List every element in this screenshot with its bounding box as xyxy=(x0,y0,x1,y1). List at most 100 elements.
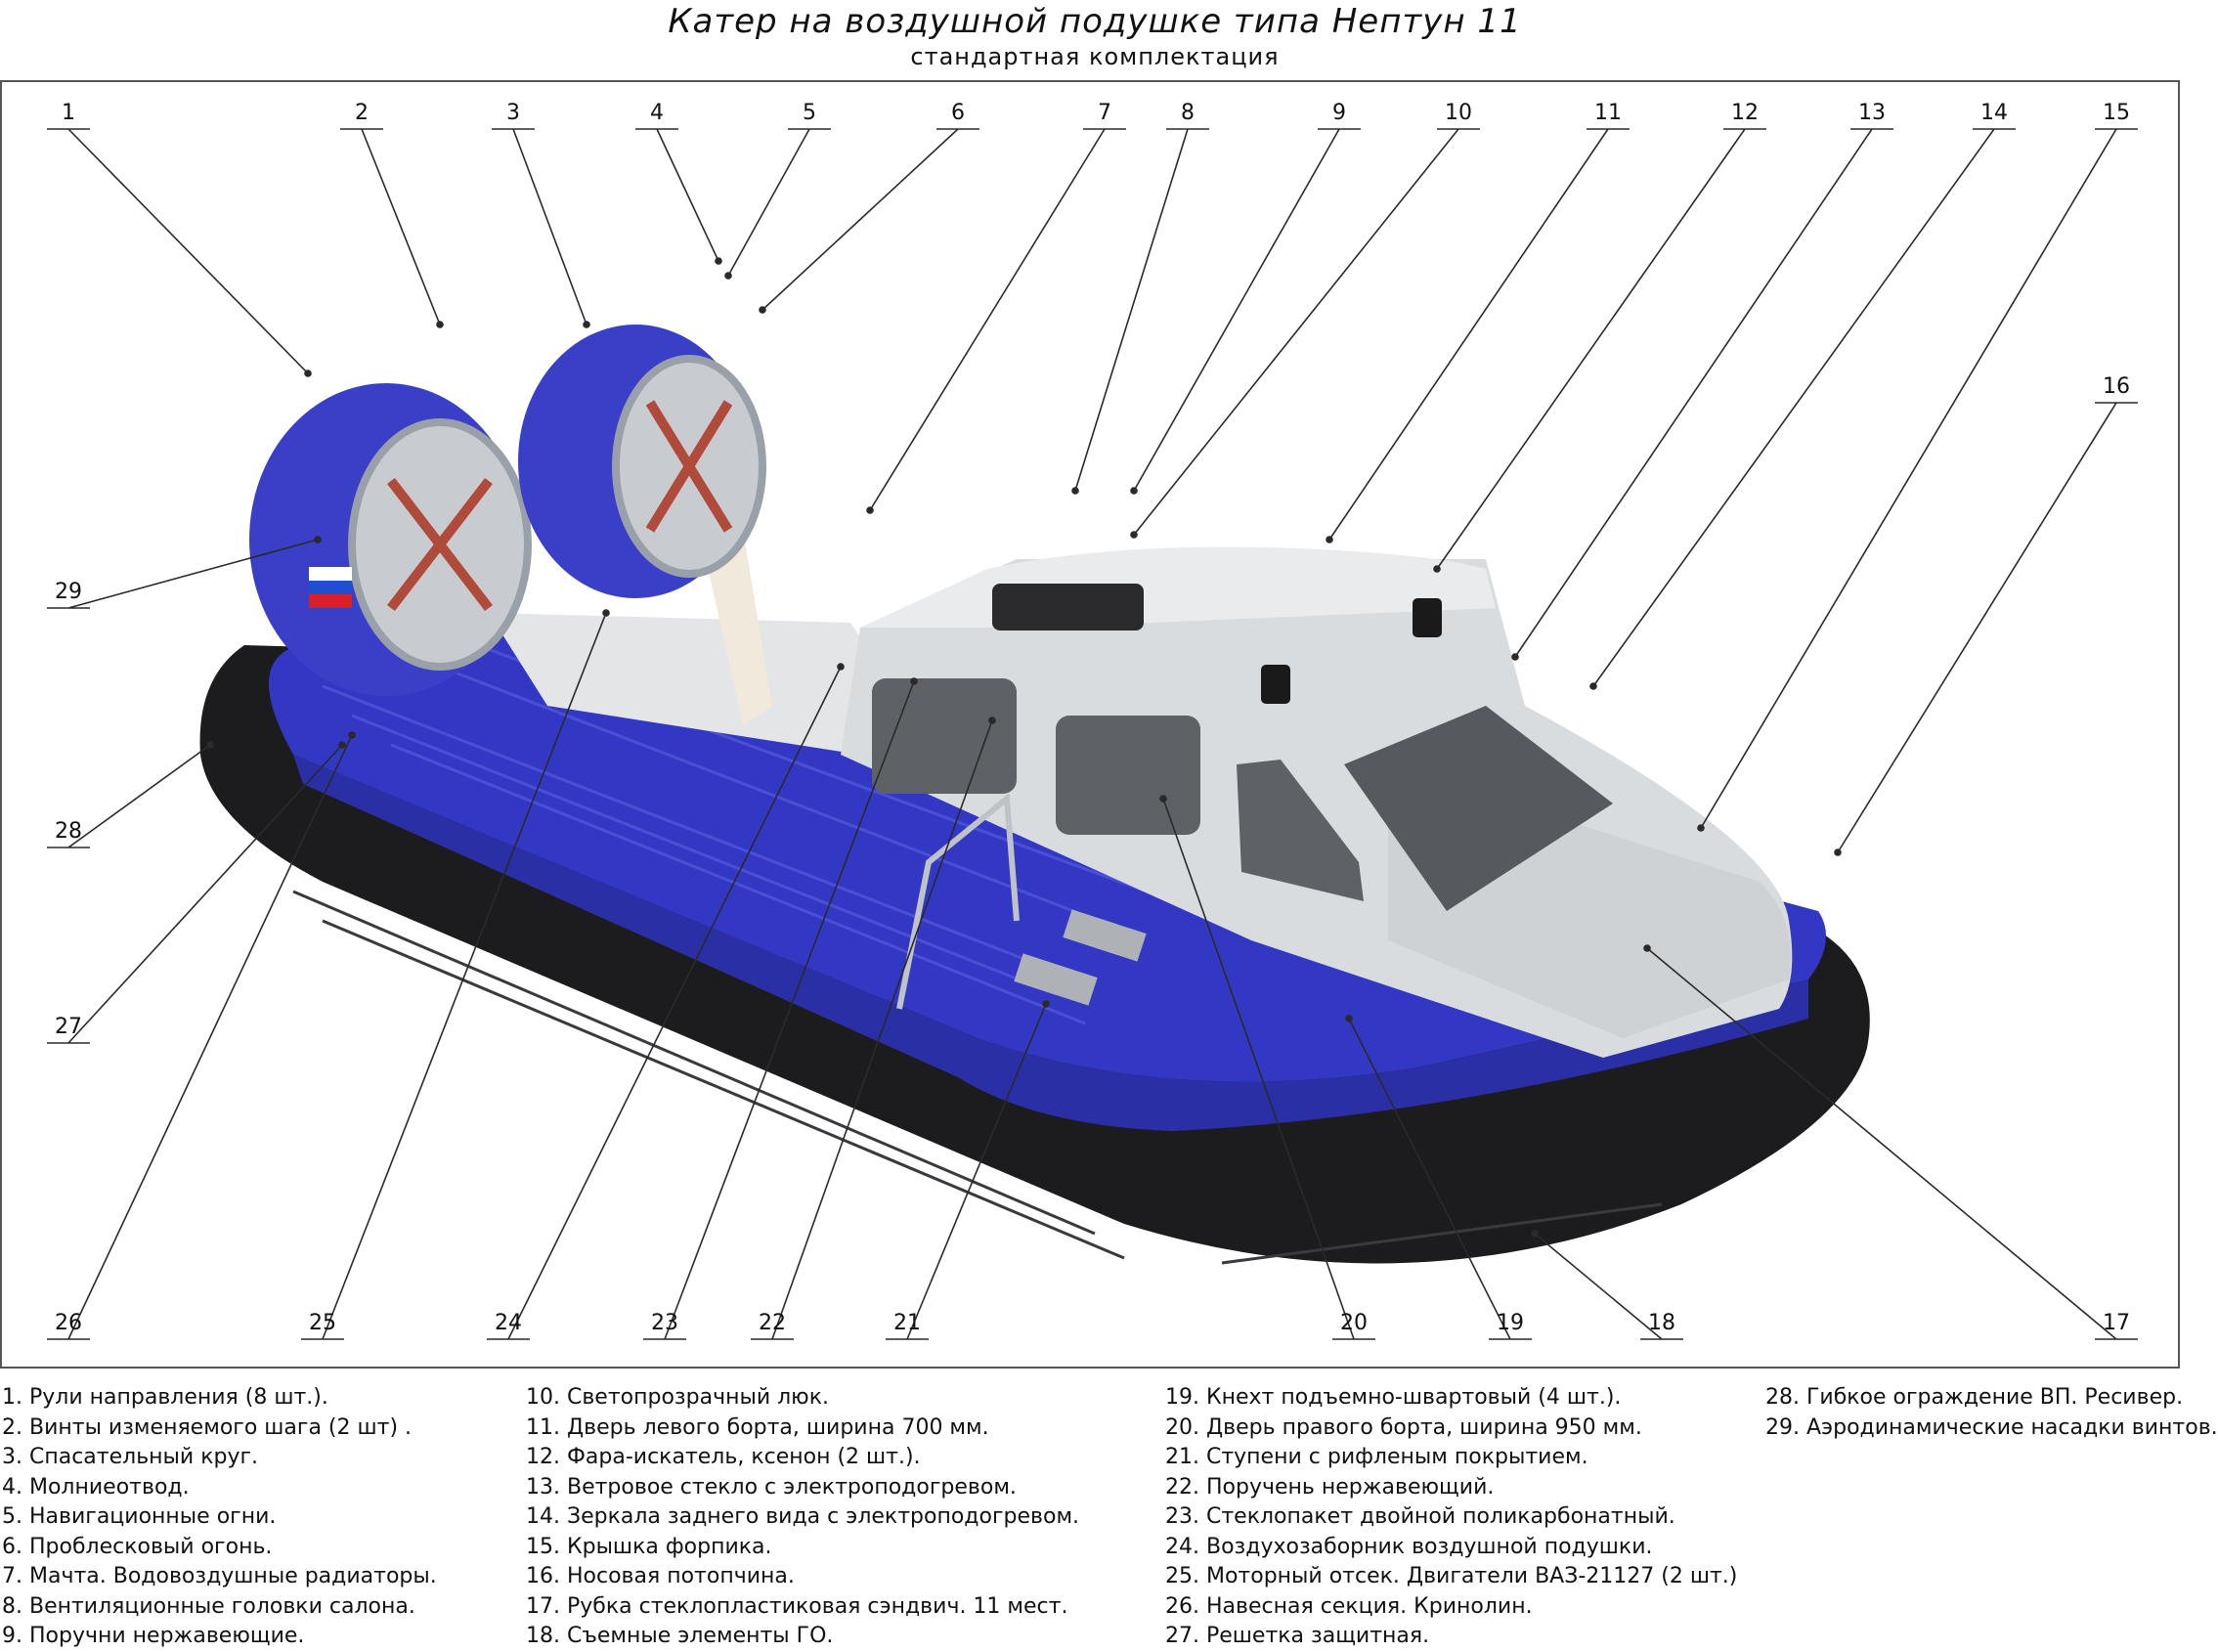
legend-item: 11. Дверь левого борта, ширина 700 мм. xyxy=(526,1414,989,1440)
legend-item: 3. Спасательный круг. xyxy=(2,1445,259,1469)
callout-dot-10 xyxy=(1130,531,1138,539)
legend-item: 15. Крышка форпика. xyxy=(526,1534,772,1559)
legend-item: 27. Решетка защитная. xyxy=(1165,1624,1430,1648)
callout-leader-4 xyxy=(635,128,719,262)
callout-leader-5 xyxy=(727,128,831,277)
callout-label-28: 28 xyxy=(55,819,82,844)
legend-item: 9. Поручни нержавеющие. xyxy=(2,1624,305,1648)
legend-item: 21. Ступени с рифленым покрытием. xyxy=(1165,1445,1588,1469)
callout-dot-17 xyxy=(1643,944,1651,952)
callout-dot-4 xyxy=(715,257,722,265)
callout-label-15: 15 xyxy=(2103,101,2130,125)
legend-col-3: 19. Кнехт подъемно-швартовый (4 шт.). 20… xyxy=(1165,1383,1737,1652)
russian-flag xyxy=(309,567,352,608)
window-2 xyxy=(1056,716,1200,835)
legend-item: 24. Воздухозаборник воздушной подушки. xyxy=(1165,1534,1653,1559)
callout-label-14: 14 xyxy=(1980,101,2008,125)
deck-ribs xyxy=(322,640,1174,1025)
callout-leader-26 xyxy=(47,734,353,1340)
legend-col-2: 10. Светопрозрачный люк. 11. Дверь левог… xyxy=(526,1383,1079,1652)
callout-dot-7 xyxy=(866,506,874,514)
legend-item: 28. Гибкое ограждение ВП. Ресивер. xyxy=(1765,1385,2184,1410)
page-subtitle: стандартная комплектация xyxy=(910,43,1280,70)
callout-dot-13 xyxy=(1511,653,1519,661)
callout-label-20: 20 xyxy=(1340,1311,1368,1335)
callout-leader-7 xyxy=(869,128,1126,511)
legend-item: 7. Мачта. Водовоздушные радиаторы. xyxy=(2,1564,437,1588)
callout-label-19: 19 xyxy=(1497,1311,1524,1335)
callout-dot-9 xyxy=(1130,487,1138,495)
legend-item: 12. Фара-искатель, ксенон (2 шт.). xyxy=(526,1445,921,1469)
callout-leader-6 xyxy=(761,128,979,311)
legend-item: 20. Дверь правого борта, ширина 950 мм. xyxy=(1165,1414,1642,1440)
legend-item: 29. Аэродинамические насадки винтов. xyxy=(1765,1414,2218,1440)
callout-dot-24 xyxy=(837,663,845,671)
legend-item: 13. Ветровое стекло с электроподогревом. xyxy=(526,1474,1017,1500)
callout-leader-9 xyxy=(1133,128,1361,492)
callout-label-4: 4 xyxy=(650,101,664,125)
callout-leader-2 xyxy=(340,128,441,326)
callout-label-6: 6 xyxy=(951,101,965,125)
callout-label-1: 1 xyxy=(62,101,75,125)
callout-label-3: 3 xyxy=(506,101,520,125)
legend-item: 25. Моторный отсек. Двигатели ВАЗ-21127 … xyxy=(1165,1564,1738,1588)
callout-dot-1 xyxy=(304,370,312,377)
searchlight-2 xyxy=(1413,598,1442,637)
callout-label-29: 29 xyxy=(55,580,82,604)
callout-label-24: 24 xyxy=(495,1311,522,1335)
propeller-blades xyxy=(387,400,733,612)
callout-label-10: 10 xyxy=(1445,101,1472,125)
callout-leader-19 xyxy=(1348,1018,1532,1340)
legend-item: 16. Носовая потопчина. xyxy=(526,1564,795,1588)
callout-dot-27 xyxy=(338,741,346,749)
callout-label-18: 18 xyxy=(1648,1311,1675,1335)
callout-dot-3 xyxy=(583,321,590,328)
callout-leader-11 xyxy=(1328,128,1630,541)
callout-leader-14 xyxy=(1592,128,2016,687)
callout-dot-11 xyxy=(1326,536,1333,543)
callout-dot-12 xyxy=(1433,565,1441,573)
legend-col-4: 28. Гибкое ограждение ВП. Ресивер. 29. А… xyxy=(1765,1383,2218,1443)
callout-dot-16 xyxy=(1834,848,1842,856)
callout-label-8: 8 xyxy=(1181,101,1195,125)
callout-leader-23 xyxy=(643,680,915,1340)
callout-leader-3 xyxy=(492,128,587,326)
callout-label-5: 5 xyxy=(803,101,816,125)
callout-dot-2 xyxy=(436,321,444,328)
callout-leader-1 xyxy=(47,128,309,374)
step-plate-2 xyxy=(1063,909,1147,962)
callout-leader-8 xyxy=(1074,128,1209,492)
callout-label-22: 22 xyxy=(759,1311,786,1335)
callout-leader-18 xyxy=(1534,1233,1683,1340)
callout-label-23: 23 xyxy=(651,1311,678,1335)
callout-dot-21 xyxy=(1042,1000,1050,1008)
legend-item: 8. Вентиляционные головки салона. xyxy=(2,1593,415,1619)
callout-label-21: 21 xyxy=(893,1311,921,1335)
callout-label-26: 26 xyxy=(55,1311,82,1335)
callout-leader-21 xyxy=(886,1003,1047,1340)
hovercraft-drawing xyxy=(199,325,1870,1265)
callout-dot-29 xyxy=(314,536,322,543)
legend-item: 23. Стеклопакет двойной поликарбонатный. xyxy=(1165,1504,1675,1529)
callout-leader-27 xyxy=(47,744,343,1044)
callout-dot-14 xyxy=(1589,682,1597,690)
legend-item: 17. Рубка стеклопластиковая сэндвич. 11 … xyxy=(526,1593,1068,1619)
legend-item: 22. Поручень нержавеющий. xyxy=(1165,1474,1495,1500)
legend-item: 5. Навигационные огни. xyxy=(2,1504,277,1529)
callout-leader-15 xyxy=(1700,128,2138,829)
handrail xyxy=(896,793,1020,1010)
callout-label-9: 9 xyxy=(1332,101,1346,125)
callout-dot-18 xyxy=(1531,1230,1539,1238)
leader-lines xyxy=(47,128,2138,1340)
callout-leader-10 xyxy=(1133,128,1480,536)
callout-label-27: 27 xyxy=(55,1015,82,1039)
callout-label-13: 13 xyxy=(1858,101,1886,125)
callout-dot-8 xyxy=(1071,487,1079,495)
engine-deck xyxy=(489,613,880,755)
legend-item: 4. Молниеотвод. xyxy=(2,1474,190,1500)
page-title: Катер на воздушной подушке типа Нептун 1… xyxy=(668,2,1522,41)
callout-dot-22 xyxy=(988,717,996,724)
legend-item: 19. Кнехт подъемно-швартовый (4 шт.). xyxy=(1165,1385,1622,1410)
searchlight-1 xyxy=(1261,665,1290,704)
callout-label-2: 2 xyxy=(355,101,369,125)
